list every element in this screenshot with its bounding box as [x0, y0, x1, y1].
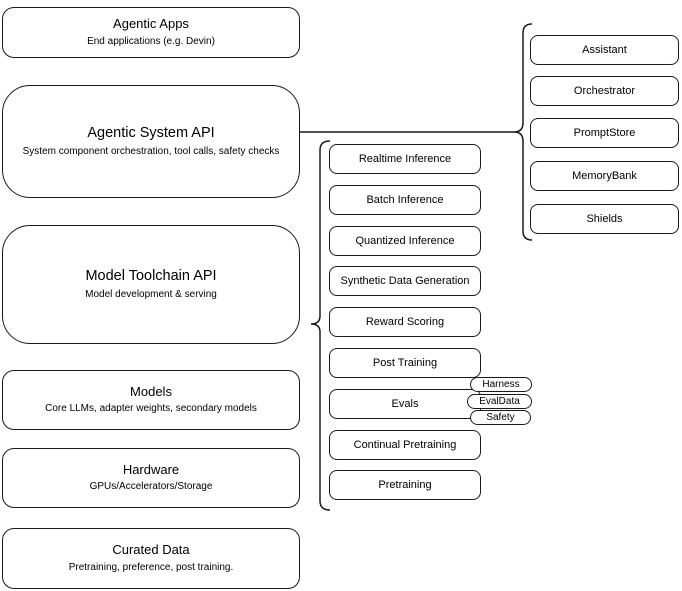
box-agentic-system-api: Agentic System API System component orch… [2, 85, 300, 198]
node-memorybank: MemoryBank [530, 161, 679, 191]
tag-label: Safety [486, 412, 515, 423]
tag-label: Harness [482, 379, 520, 390]
node-label: Batch Inference [366, 194, 444, 206]
node-label: Orchestrator [573, 85, 636, 97]
tag-harness: Harness [470, 377, 532, 392]
node-label: Continual Pretraining [353, 439, 457, 451]
box-title: Agentic Apps [113, 16, 189, 32]
node-quantized-inference: Quantized Inference [329, 226, 481, 256]
tag-safety: Safety [470, 410, 531, 425]
box-hardware: Hardware GPUs/Accelerators/Storage [2, 448, 300, 508]
box-subtitle: Model development & serving [85, 288, 217, 300]
node-label: Evals [391, 398, 419, 410]
node-post-training: Post Training [329, 348, 481, 378]
node-label: Quantized Inference [355, 235, 455, 247]
box-models: Models Core LLMs, adapter weights, secon… [2, 370, 300, 430]
box-model-toolchain-api: Model Toolchain API Model development & … [2, 225, 300, 344]
node-orchestrator: Orchestrator [530, 76, 679, 106]
toolchain-brace [310, 140, 331, 511]
node-assistant: Assistant [530, 35, 679, 65]
node-shields: Shields [530, 204, 679, 234]
box-subtitle: End applications (e.g. Devin) [87, 35, 215, 47]
node-evals: Evals [329, 389, 481, 419]
box-subtitle: GPUs/Accelerators/Storage [89, 481, 213, 493]
tag-label: EvalData [479, 396, 520, 407]
node-continual-pretraining: Continual Pretraining [329, 430, 481, 460]
node-label: Post Training [372, 357, 438, 369]
node-pretraining: Pretraining [329, 470, 481, 500]
box-title: Agentic System API [87, 125, 215, 142]
node-label: Assistant [582, 44, 627, 56]
box-subtitle: System component orchestration, tool cal… [22, 145, 280, 157]
box-subtitle: Core LLMs, adapter weights, secondary mo… [45, 403, 257, 415]
box-subtitle: Pretraining, preference, post training. [68, 561, 234, 573]
node-label: PromptStore [573, 127, 636, 139]
node-promptstore: PromptStore [530, 118, 679, 148]
node-label: MemoryBank [572, 170, 637, 182]
box-title: Model Toolchain API [85, 268, 217, 285]
node-label: Pretraining [378, 479, 432, 491]
box-title: Hardware [122, 461, 180, 477]
box-title: Models [130, 383, 172, 399]
box-curated-data: Curated Data Pretraining, preference, po… [2, 528, 300, 589]
node-label: Synthetic Data Generation [340, 275, 470, 287]
node-realtime-inference: Realtime Inference [329, 144, 481, 174]
node-label: Reward Scoring [365, 316, 445, 328]
node-label: Shields [586, 213, 623, 225]
box-agentic-apps: Agentic Apps End applications (e.g. Devi… [2, 7, 300, 58]
node-synthetic-data-generation: Synthetic Data Generation [329, 266, 481, 296]
tag-evaldata: EvalData [467, 394, 532, 409]
node-batch-inference: Batch Inference [329, 185, 481, 215]
node-reward-scoring: Reward Scoring [329, 307, 481, 337]
node-label: Realtime Inference [358, 153, 452, 165]
box-title: Curated Data [112, 542, 190, 558]
